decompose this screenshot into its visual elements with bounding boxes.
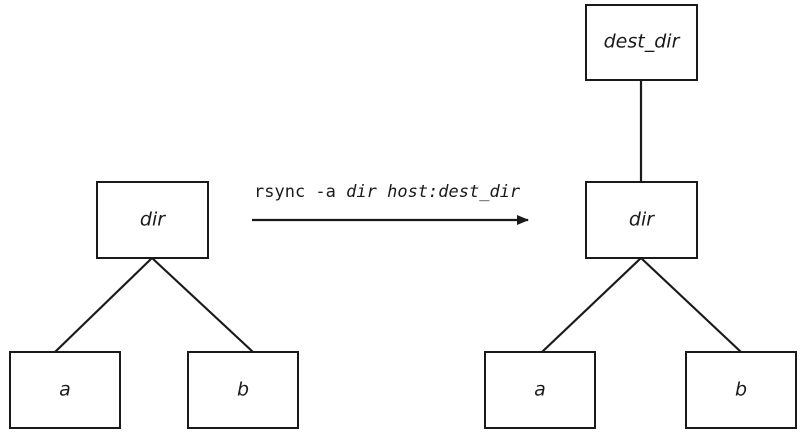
source-tree: dir a b [9, 181, 299, 429]
src-dir-node: dir [96, 181, 209, 259]
dst-a-label: a [534, 379, 546, 401]
dst-dir-node: dir [585, 181, 698, 259]
command-space [377, 182, 387, 202]
command-dest-arg: host:dest_dir [387, 182, 521, 202]
command-source-arg: dir [346, 182, 377, 202]
dst-b-node: b [685, 351, 797, 429]
destination-tree: dest_dir dir a b [484, 4, 797, 429]
command-prefix: rsync -a [254, 182, 346, 202]
src-a-label: a [59, 379, 71, 401]
rsync-command: rsync -a dir host:dest_dir [252, 182, 529, 225]
dest-dir-label: dest_dir [604, 31, 681, 53]
src-dir-label: dir [140, 209, 166, 231]
dest-dir-node: dest_dir [585, 4, 698, 81]
edge-dst-dir-to-a [541, 257, 642, 353]
dst-a-node: a [484, 351, 596, 429]
dst-dir-label: dir [629, 209, 655, 231]
dst-b-label: b [735, 379, 747, 401]
edge-src-dir-to-a [54, 257, 153, 353]
src-b-label: b [237, 379, 249, 401]
src-b-node: b [187, 351, 299, 429]
command-text: rsync -a dir host:dest_dir [254, 182, 521, 202]
edge-dst-dir-to-b [640, 257, 742, 353]
src-a-node: a [9, 351, 121, 429]
edge-src-dir-to-b [151, 257, 254, 353]
